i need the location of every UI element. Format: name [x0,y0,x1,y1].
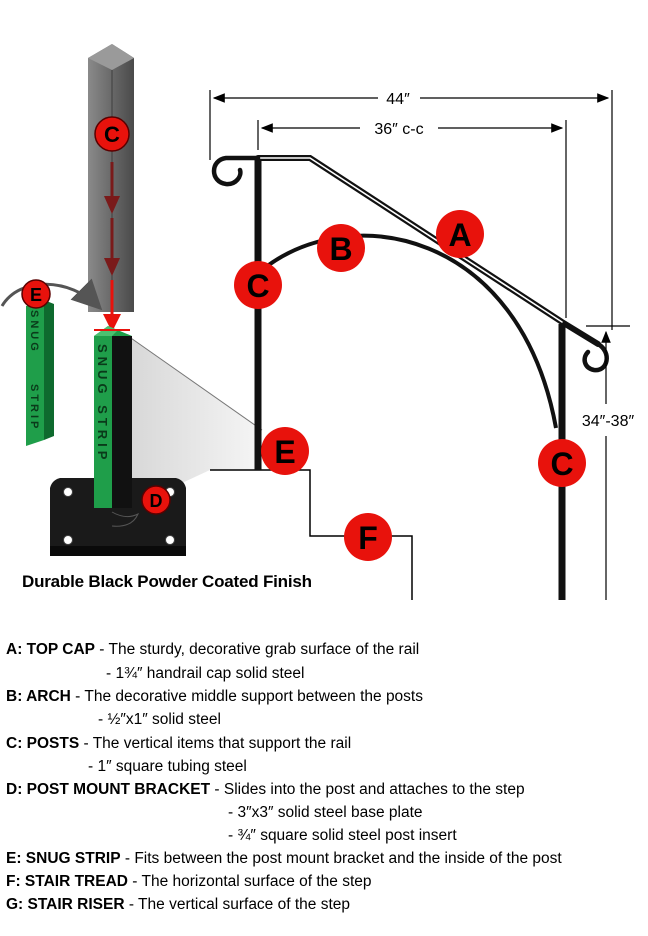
post-mount-insert [94,326,132,508]
legend-key: G: STAIR RISER [6,896,125,913]
legend-description: - Slides into the post and attaches to t… [210,781,525,798]
stair-profile [210,469,413,600]
snug-strip-loose [26,300,54,446]
dimension-overall-width [209,90,613,330]
svg-text:D: D [150,491,163,511]
marker-e-left: E [21,279,51,309]
marker-a: A [436,210,484,258]
svg-text:A: A [448,217,471,253]
handrail-diagram: SNUG STRIP SNUG STRIP 44″ 36″ c-c [0,44,635,600]
zoom-line-top [127,335,263,431]
legend-key: C: POSTS [6,735,80,752]
base-plate-hole [63,487,73,497]
legend-subitem: - ½″x1″ solid steel [98,711,221,728]
marker-f: F [344,513,392,561]
marker-e-step: E [261,427,309,475]
snug-strip-label-on-post: SNUG STRIP [95,344,110,463]
svg-text:E: E [30,285,42,305]
legend-description: - The decorative middle support between … [70,688,423,705]
legend-item-stair-riser: G: STAIR RISER - The vertical surface of… [6,895,350,915]
legend-description: - The horizontal surface of the step [127,873,372,890]
dimension-height [586,325,630,600]
snug-strip-label-loose-bottom: STRIP [28,384,40,431]
svg-text:B: B [329,231,352,267]
legend-subitem: - 1¾″ handrail cap solid steel [106,665,305,682]
legend-item-top-cap: A: TOP CAP - The sturdy, decorative grab… [6,640,419,660]
insert-direction-arrows [103,162,121,332]
legend-item-snug-strip: E: SNUG STRIP - Fits between the post mo… [6,849,562,869]
marker-c-top: C [94,116,130,152]
dimension-post-spacing-label: 36″ c-c [374,121,423,138]
marker-c-right-post: C [538,439,586,487]
legend-key: D: POST MOUNT BRACKET [6,781,211,798]
legend-item-arch: B: ARCH - The decorative middle support … [6,687,423,707]
legend-key: E: SNUG STRIP [6,850,121,867]
svg-text:E: E [274,434,295,470]
zoom-perspective-cone [128,336,262,508]
legend-item-stair-tread: F: STAIR TREAD - The horizontal surface … [6,872,372,892]
marker-b: B [317,224,365,272]
legend-key: F: STAIR TREAD [6,873,128,890]
svg-text:C: C [246,268,269,304]
snug-strip-label-loose-top: SNUG [28,310,40,354]
marker-d: D [141,485,171,515]
legend-key: B: ARCH [6,688,71,705]
legend-subitem: - ¾″ square solid steel post insert [228,827,457,844]
svg-text:C: C [550,446,573,482]
legend-item-post-mount-bracket: D: POST MOUNT BRACKET - Slides into the … [6,780,525,800]
svg-text:C: C [104,122,120,147]
dimension-overall-width-label: 44″ [386,91,410,108]
legend-description: - Fits between the post mount bracket an… [120,850,562,867]
base-plate-hole [165,535,175,545]
legend-item-posts: C: POSTS - The vertical items that suppo… [6,734,351,754]
svg-text:F: F [358,520,378,556]
legend-key: A: TOP CAP [6,641,95,658]
legend-description: - The vertical surface of the step [124,896,350,913]
marker-c-left-post: C [234,261,282,309]
legend-description: - The sturdy, decorative grab surface of… [95,641,420,658]
legend-subitem: - 1″ square tubing steel [88,758,247,775]
base-plate-hole [63,535,73,545]
legend-description: - The vertical items that support the ra… [79,735,352,752]
dimension-height-label: 34″-38″ [582,413,635,430]
legend-subitem: - 3″x3″ solid steel base plate [228,804,423,821]
finish-caption: Durable Black Powder Coated Finish [22,572,312,591]
dimension-post-spacing [257,120,567,318]
arch [260,233,558,429]
